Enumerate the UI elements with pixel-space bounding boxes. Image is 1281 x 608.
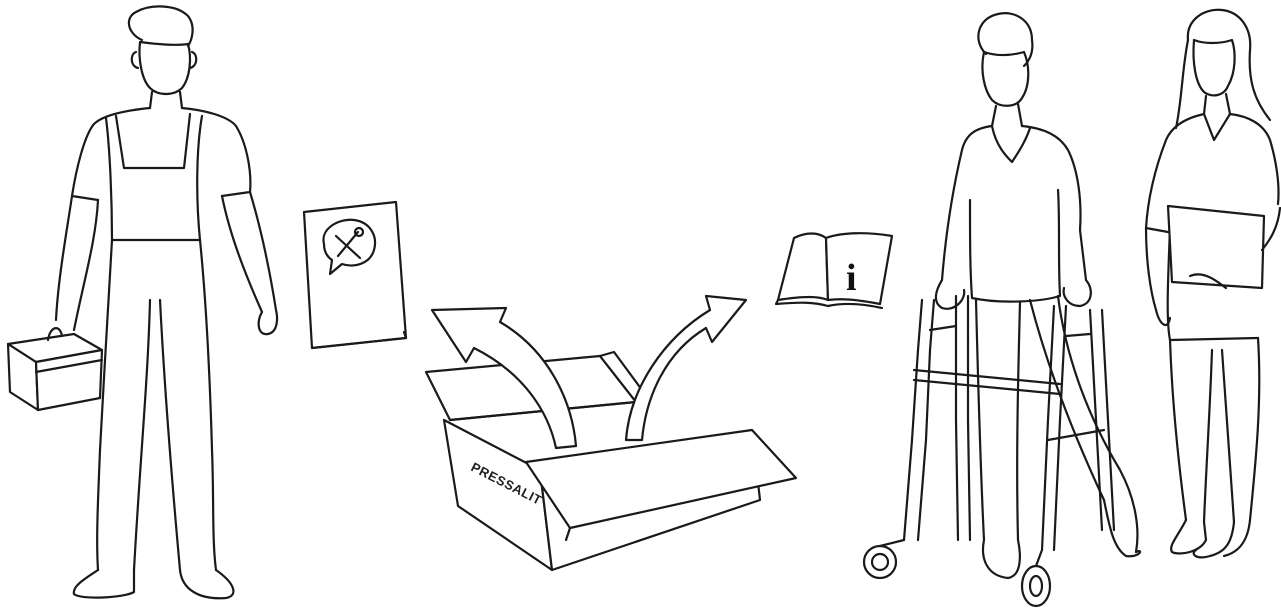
caregiver-figure: [1146, 10, 1280, 558]
elderly-woman-figure: [864, 13, 1140, 606]
installation-manual: [304, 202, 406, 348]
info-book-icon: i: [846, 257, 857, 299]
technician-figure: [8, 6, 277, 598]
arrow-right: [626, 296, 746, 440]
pressalit-box: PRESSALIT: [426, 352, 796, 570]
svg-text:i: i: [846, 257, 857, 299]
user-manual: i: [776, 233, 892, 308]
